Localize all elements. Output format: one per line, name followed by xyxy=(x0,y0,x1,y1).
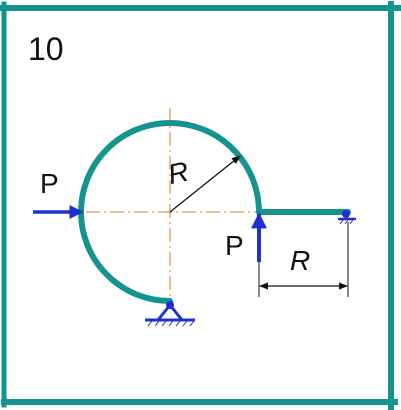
roller-hatching xyxy=(339,219,354,225)
force-right: P xyxy=(225,212,267,262)
pin-triangle xyxy=(156,304,184,321)
radius-arrow xyxy=(169,155,241,213)
semicircular-arc xyxy=(78,120,262,215)
right-roller-support xyxy=(338,210,356,225)
force-left: P xyxy=(33,168,84,219)
lower-quarter-arc xyxy=(78,209,173,304)
dimension-label: R xyxy=(290,245,310,276)
roller-pin xyxy=(342,210,350,218)
bottom-pin-support xyxy=(145,301,195,327)
problem-number: 10 xyxy=(28,31,64,67)
force-right-label: P xyxy=(225,230,244,261)
dimension-r: R xyxy=(258,222,349,297)
force-left-label: P xyxy=(40,168,59,199)
beam xyxy=(78,120,351,304)
radius-label: R xyxy=(165,156,191,191)
centerlines xyxy=(62,108,268,300)
pin-hatching xyxy=(147,320,195,327)
